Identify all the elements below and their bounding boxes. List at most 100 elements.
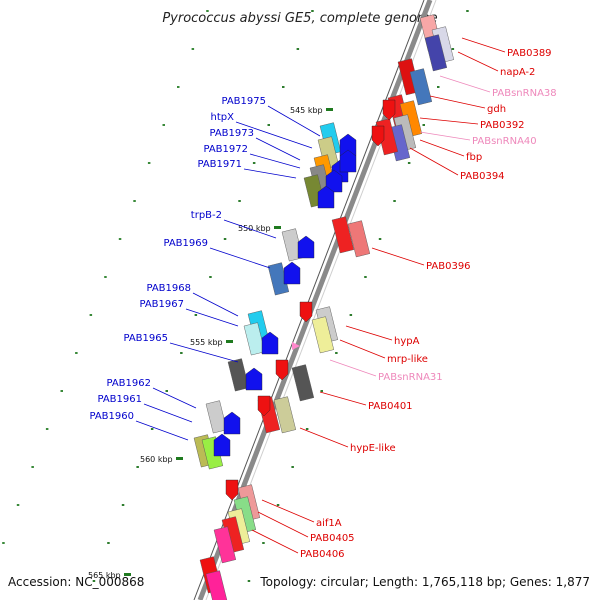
ring-dot [282,86,285,88]
gene-label: PAB1972 [203,144,248,155]
leader-line [192,292,239,317]
gene-label: PAB1962 [106,378,151,389]
leader-line [251,529,299,554]
ring-dot [267,124,270,126]
ring-dot [364,276,367,278]
ring-dot [305,428,309,430]
gene-box [409,68,433,106]
gene-label: PAB1960 [89,411,134,422]
ring-dot [136,466,139,468]
leader-line [409,147,459,176]
ring-dot [45,428,49,430]
ring-dot [133,200,136,202]
ring-dot [247,580,251,582]
gene-box [243,322,266,356]
ring-dot [194,314,198,316]
ring-dot [320,390,323,392]
gene-box [205,400,228,434]
scale-tick [176,457,183,460]
ring-dot [92,580,96,582]
gene-box [227,358,250,392]
ring-dot [291,466,294,468]
map-title: Pyrococcus abyssi GE5, complete genome [162,11,437,26]
genome-info-text: Topology: circular; Length: 1,765,118 bp… [259,575,590,589]
gene-arrow [245,367,263,391]
ring-dot [2,542,5,544]
ring-dot [118,238,122,240]
gene-label: PAB1969 [163,238,208,249]
genome-backbone [193,0,437,600]
gene-arrow [325,169,343,193]
gene-box [205,570,229,600]
rna-marker [292,342,300,350]
leader-line [319,391,367,406]
gene-label: PAB0394 [460,171,505,182]
leader-line [261,499,315,523]
leader-line [209,247,271,269]
leader-line [169,342,239,363]
leader-line [249,153,301,169]
ring-dot [252,162,256,164]
ring-dot [393,200,396,202]
leader-line [419,139,465,157]
gene-arrow [261,331,279,355]
gene-box [311,316,335,354]
gene-label: PAB0389 [507,48,552,59]
leader-line [152,387,197,409]
ring-dot [206,10,209,12]
leader-line [371,247,425,266]
ring-dot [121,504,125,506]
ring-dot [466,10,469,12]
leader-line [299,427,349,448]
leader-line [257,511,309,538]
ring-dot [150,428,154,430]
scale-label: 560 kbp [140,455,173,464]
leader-line [439,75,491,93]
scale-tick [326,108,333,111]
gene-label: napA-2 [500,67,535,78]
ring-dot [31,466,34,468]
dot-rings [2,10,469,582]
gene-label: hypE-like [350,443,396,454]
ring-dot [296,48,300,50]
ring-dot [335,352,338,354]
gene-label: trpB-2 [191,210,222,221]
ring-dot [147,162,151,164]
gene-box [291,364,315,402]
leader-line [243,168,297,179]
gene-label: fbp [466,152,482,163]
ring-dot [407,162,411,164]
leader-line [339,339,386,359]
ring-dot [75,352,78,354]
ring-dot [107,542,110,544]
ring-dot [16,504,20,506]
gene-label: PAB1965 [123,333,168,344]
gene-label: mrp-like [387,354,428,365]
ring-dot [276,504,280,506]
ring-dot [60,390,63,392]
ring-dot [238,200,241,202]
gene-arrow [275,359,289,381]
ring-dot [104,276,107,278]
leader-line [419,117,479,125]
gene-label: aif1A [316,518,342,529]
gene-features [193,14,455,600]
gene-label: htpX [211,112,235,123]
gene-label: PABsnRNA31 [378,372,443,383]
ring-dot [422,124,425,126]
ring-dot [165,390,168,392]
ring-dot [437,86,440,88]
leader-line [143,403,193,423]
gene-label: PAB1973 [209,128,254,139]
gene-arrow [257,395,271,417]
leader-line [255,137,301,161]
gene-label: PAB1971 [197,159,242,170]
gene-arrow [317,185,335,209]
scale-label: 545 kbp [290,106,323,115]
ring-dot [349,314,353,316]
ring-dot [177,86,180,88]
gene-label: PABsnRNA38 [492,88,557,99]
scale-label: 555 kbp [190,338,223,347]
scale-tick [274,226,281,229]
